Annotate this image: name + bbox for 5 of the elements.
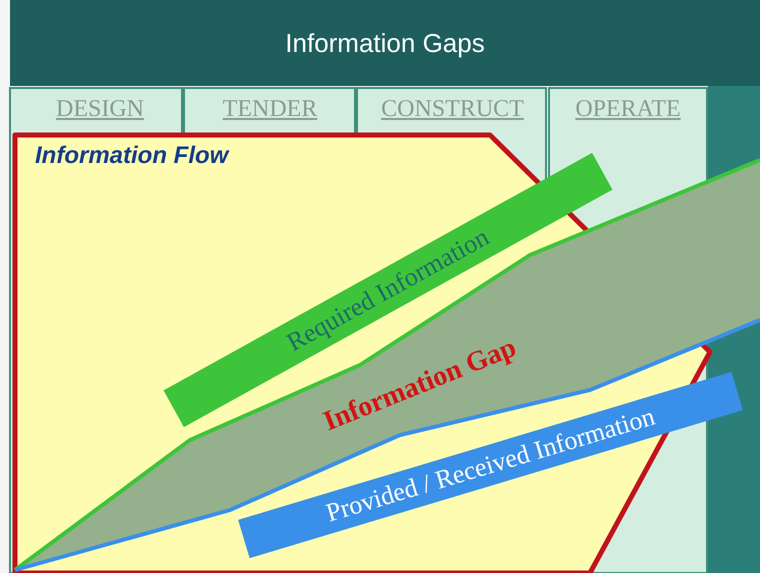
phase-heading: TENDER: [222, 96, 318, 123]
title: Information Gaps: [284, 28, 486, 59]
phase-heading: OPERATE: [574, 96, 682, 123]
phase-heading: CONSTRUCT: [380, 96, 525, 123]
phase-heading: DESIGN: [55, 96, 145, 123]
